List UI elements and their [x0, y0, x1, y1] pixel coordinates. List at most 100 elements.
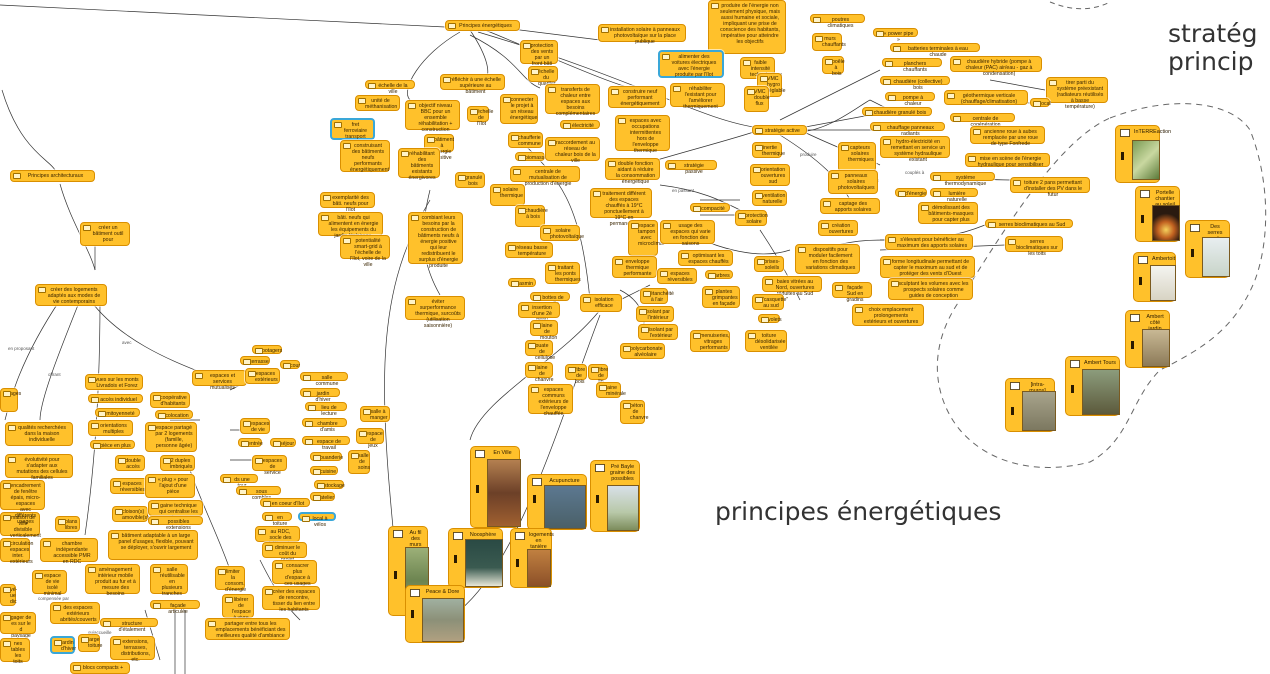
- node-espace-travail[interactable]: espace de travail: [302, 436, 350, 451]
- node-jardin-hiver-r[interactable]: jardin d'hiver: [300, 388, 340, 403]
- node-traitement-different[interactable]: traitement différent des espaces chauffé…: [590, 188, 652, 227]
- node-local-velos[interactable]: local à vélos: [298, 512, 336, 528]
- node-ouate[interactable]: ouate de cellulose: [525, 340, 555, 361]
- node-lieu-lecture[interactable]: lieu de lecture: [305, 402, 347, 417]
- node-unite-methanisation[interactable]: unité de méthanisation: [355, 95, 400, 111]
- node-transferts[interactable]: transferts de chaleur entre espaces aux …: [545, 84, 600, 117]
- node-connecter[interactable]: connecter le projet à un réseau énergéti…: [500, 94, 538, 124]
- node-strategie-passive[interactable]: stratégie passive: [665, 160, 717, 175]
- node-combiant[interactable]: combiant leurs besoins par la constructi…: [408, 212, 463, 269]
- node-demolissant[interactable]: démolissant des bâtiments-masques pour c…: [918, 202, 978, 224]
- node-ds-tour[interactable]: ds une tour: [220, 474, 258, 489]
- node-menuiseries[interactable]: menuiseries, vitrages performants: [690, 330, 730, 352]
- node-denergie[interactable]: d'énergie: [895, 188, 927, 197]
- node-protection-solaire[interactable]: protection solaire: [735, 210, 768, 226]
- node-compacite[interactable]: compacité: [690, 203, 730, 212]
- node-partager[interactable]: partager entre tous les emplacements bén…: [205, 618, 290, 640]
- node-arbres[interactable]: arbres: [705, 270, 733, 279]
- node-capteurs-solaires[interactable]: capteurs solaires thermiques: [838, 142, 876, 172]
- node-creation-ouvertures[interactable]: création ouvertures: [818, 220, 858, 236]
- node-alimenter-voitures[interactable]: alimenter des voitures électriques avec …: [658, 50, 724, 78]
- node-facade-articulee[interactable]: façade articulée: [150, 600, 200, 615]
- node-salle-manger[interactable]: salle à manger: [360, 406, 390, 422]
- node-objectif-bbc[interactable]: objectif niveau BBC pour un ensemble réh…: [405, 100, 460, 139]
- node-panneaux-pv[interactable]: panneaux solaires photovoltaïques: [828, 170, 878, 194]
- node-protection-vents[interactable]: protection des vents par un front bâti: [520, 40, 558, 67]
- node-construire-neuf[interactable]: construire neuf performant énergétiqueme…: [608, 86, 666, 108]
- card-pre-bayle[interactable]: Pré Bayle graine des possibles: [590, 460, 640, 532]
- node-espaces-exterieurs[interactable]: espaces extérieurs: [245, 368, 280, 384]
- node-serres-toits[interactable]: serres bioclimatiques sur les toits: [1005, 236, 1063, 257]
- node-raccordement[interactable]: raccordement au réseau de chaleur bois d…: [545, 137, 600, 164]
- node-fibre-bois[interactable]: fibre de bois: [565, 364, 587, 385]
- node-ventilation[interactable]: ventilation naturelle: [752, 190, 787, 206]
- node-double-acces[interactable]: double accès: [115, 455, 145, 471]
- node-liberer[interactable]: libérer de l'espace à vivre: [222, 594, 254, 621]
- node-laine-mouton[interactable]: laine de mouton: [530, 320, 558, 341]
- node-centrale-mutualisation[interactable]: centrale de mutualisation de production …: [510, 166, 580, 187]
- node-batteries[interactable]: batteries terminales à eau chaude: [890, 43, 980, 58]
- node-strategie-active[interactable]: stratégie active: [752, 125, 807, 135]
- node-dispositifs[interactable]: dispositifs pour moduler facilement en f…: [795, 244, 860, 274]
- node-colocation[interactable]: colocation: [155, 410, 193, 419]
- node-espaces-reversibles2[interactable]: espaces réversibles: [110, 478, 148, 494]
- node-fret-ferroviaire[interactable]: fret ferroviaire transport biomasse: [330, 118, 375, 146]
- node-creer-batiment[interactable]: créer un bâtiment outil pour: [80, 222, 130, 246]
- node-evolutivite[interactable]: évolutivité pour s'adapter aux mutations…: [5, 454, 73, 481]
- node-espaces-occupations[interactable]: espaces avec occupations intermittentes …: [615, 115, 670, 154]
- node-echelle-ilot[interactable]: échelle de l'îlot: [467, 106, 493, 127]
- node-entree[interactable]: entrée: [238, 438, 263, 447]
- node-salle-soins[interactable]: salle de soins: [348, 450, 370, 474]
- node-orientations-multiples[interactable]: orientations multiples: [88, 420, 133, 436]
- card-acupuncture[interactable]: Acupuncture: [527, 474, 587, 530]
- node-captage[interactable]: captage des apports solaires: [820, 198, 880, 214]
- node-qualites[interactable]: qualités recherchées dans la maison indi…: [5, 422, 73, 446]
- node-structure-etalement[interactable]: structure d'étalement: [100, 618, 158, 633]
- node-toiture-desolid[interactable]: toiture désolidarisée ventilée: [745, 330, 787, 352]
- node-sculptant[interactable]: sculptant les volumes avec les prospects…: [888, 278, 973, 300]
- node-poutres-climatiques[interactable]: poutres climatiques: [810, 14, 865, 29]
- node-optimisant[interactable]: optimisant les espaces chauffés: [678, 250, 733, 266]
- node-baies-vitrees[interactable]: baies vitrées au Nord, ouvertures réduit…: [762, 276, 822, 297]
- node-plans-libres[interactable]: plans libres: [55, 516, 80, 532]
- node-sejour[interactable]: séjour: [270, 438, 296, 447]
- card-peace-dore[interactable]: Peace & Dore: [405, 585, 465, 643]
- node-potentialite[interactable]: potentialité smart-grid à l'échelle de l…: [340, 235, 390, 268]
- node-lumiere[interactable]: lumière naturelle: [930, 188, 978, 203]
- node-potagers[interactable]: potagers: [252, 345, 282, 354]
- node-diminuer[interactable]: diminuer le coût du projet: [262, 542, 307, 563]
- card-noosphere[interactable]: Noosphère: [448, 528, 503, 588]
- node-elever[interactable]: s'élevant pour bénéficier au maximum des…: [885, 234, 973, 250]
- card-portelle[interactable]: Portelle chantier au soleil: [1135, 186, 1180, 242]
- node-batiment-adaptable[interactable]: bâtiment adaptable à un large panel d'us…: [108, 530, 198, 560]
- node-brise-soleils[interactable]: brises-soleils: [754, 256, 784, 272]
- node-tirer-parti[interactable]: tirer parti du système préexistant (radi…: [1046, 77, 1108, 110]
- node-chaudiere-collective[interactable]: chaudière (collective) bois: [880, 76, 950, 91]
- card-interreaction[interactable]: InTERREaction: [1115, 125, 1171, 183]
- node-coeur-ilot[interactable]: en coeur d'îlot: [260, 498, 310, 507]
- node-production-energie[interactable]: produire de l'énergie non seulement phys…: [708, 0, 786, 54]
- node-plug[interactable]: « plug » pour l'ajout d'une pièce: [145, 474, 195, 498]
- node-principes-energetiques[interactable]: Principes énergétiques: [445, 20, 520, 31]
- node-extensions[interactable]: extensions, terrasses, distributions, et…: [110, 636, 155, 663]
- node-beton-chanvre[interactable]: béton de chanvre: [620, 400, 648, 424]
- node-espace-vie-isole[interactable]: espace de vie isolé minimal: [32, 570, 67, 597]
- node-facade-sud[interactable]: façade Sud en gradins: [832, 282, 872, 303]
- node-ancienne-roue[interactable]: ancienne roue à aubes remplacée par une …: [970, 126, 1045, 147]
- node-geothermique[interactable]: géothermique verticale (chauffage/climat…: [944, 90, 1028, 105]
- node-murs-chauffants[interactable]: murs chauffants: [812, 33, 846, 51]
- node-ve-tre[interactable]: vé- ue dic: [0, 584, 17, 606]
- card-ambert-jardin[interactable]: Ambert côté jardin: [1125, 310, 1170, 368]
- node-isolant-interieur[interactable]: isolant par l'intérieur: [636, 306, 674, 322]
- node-toiture-pans[interactable]: toiture 2 pans permettant d'installer de…: [1010, 177, 1090, 198]
- node-vues-monts[interactable]: vues sur les monts Livradois et Forez: [85, 374, 143, 390]
- node-centrale-cogeneration[interactable]: centrale de cogénération: [950, 113, 1015, 128]
- node-chaudiere-granule[interactable]: chaudière granulé bois: [862, 107, 932, 116]
- node-volets[interactable]: volets: [758, 314, 782, 323]
- node-planchers[interactable]: planchers chauffants: [882, 58, 942, 73]
- node-creer-espaces[interactable]: créer des espaces de rencontre, tisser d…: [262, 586, 320, 613]
- node-solaire-thermique[interactable]: solaire thermique: [490, 184, 525, 206]
- node-chaudiere-hybride[interactable]: chaudière hybride (pompe à chaleur (PAC)…: [950, 56, 1042, 77]
- node-espaces-services[interactable]: espaces et services mutualisés: [192, 370, 247, 391]
- node-local[interactable]: local: [1030, 98, 1051, 107]
